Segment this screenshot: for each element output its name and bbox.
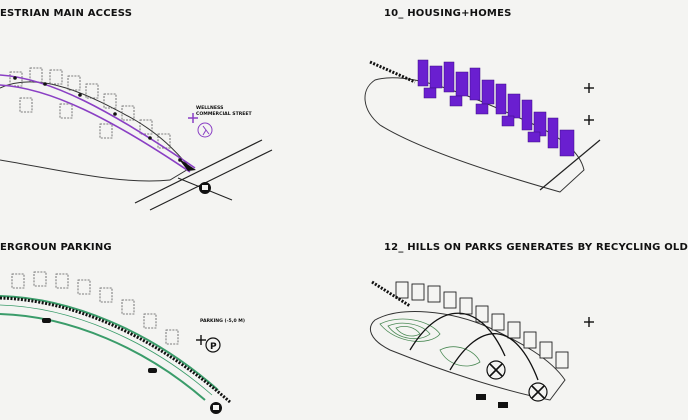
housing-diagram xyxy=(364,59,601,193)
wellness-plus-icon xyxy=(188,113,198,123)
pedestrian-path xyxy=(0,84,191,173)
site-boundary xyxy=(370,311,566,401)
panel-title: ESTRIAN MAIN ACCESS xyxy=(0,8,133,19)
panel-hills-parks: 12_ HILLS ON PARKS GENERATES BY RECYCLIN… xyxy=(300,210,688,420)
train-station-icon xyxy=(199,182,211,194)
walker-glyph xyxy=(202,125,210,136)
parking-diagram: P xyxy=(0,271,231,414)
parking-icon xyxy=(205,337,221,353)
road-edge xyxy=(134,139,263,204)
recycling-arc xyxy=(449,333,539,381)
plus-icon xyxy=(584,83,594,125)
pedestrian-nodes xyxy=(13,76,182,162)
rail-line xyxy=(369,60,416,84)
panel-parking: ERGROUN PARKING P PARKING xyxy=(0,210,300,420)
wellness-label: WELLNESS xyxy=(196,106,224,111)
hill-contours xyxy=(379,318,481,367)
panel-title: 12_ HILLS ON PARKS GENERATES BY RECYCLIN… xyxy=(384,242,688,253)
plus-icon xyxy=(584,317,594,327)
parking-tunnel-edge xyxy=(0,295,219,391)
car-icon xyxy=(42,318,157,373)
plus-icon xyxy=(196,335,206,345)
rail-line xyxy=(371,280,411,308)
panel-pedestrian-access: ESTRIAN MAIN ACCESS xyxy=(0,0,300,211)
panel-title: 10_ HOUSING+HOMES xyxy=(384,8,512,19)
recycling-arc xyxy=(409,312,506,357)
train-station-icon xyxy=(210,402,222,414)
panel-title: ERGROUN PARKING xyxy=(0,242,112,253)
demolition-x-icon xyxy=(486,360,548,402)
parking-lane xyxy=(0,304,213,396)
arrow-icon xyxy=(178,158,196,171)
housing-blocks xyxy=(417,59,575,157)
hills-diagram xyxy=(370,280,594,408)
pedestrian-path xyxy=(0,74,196,169)
parking-label: PARKING (-5,0 M) xyxy=(200,319,245,324)
road-edge xyxy=(149,149,273,211)
building-outlines xyxy=(11,271,179,345)
pedestrian-icon xyxy=(197,122,213,138)
site-boundary xyxy=(0,81,191,182)
demolition-x-icon xyxy=(489,363,545,399)
parking-tunnel-edge xyxy=(0,313,206,401)
rail-line xyxy=(0,296,231,404)
parking-glyph: P xyxy=(210,342,217,352)
road-edge xyxy=(539,139,601,191)
panel-housing: 10_ HOUSING+HOMES xyxy=(300,0,601,210)
excavator-icon xyxy=(476,394,508,408)
pedestrian-diagram xyxy=(0,67,273,211)
commercial-street-label: COMMERCIAL STREET xyxy=(196,112,252,117)
building-outlines xyxy=(395,281,569,369)
